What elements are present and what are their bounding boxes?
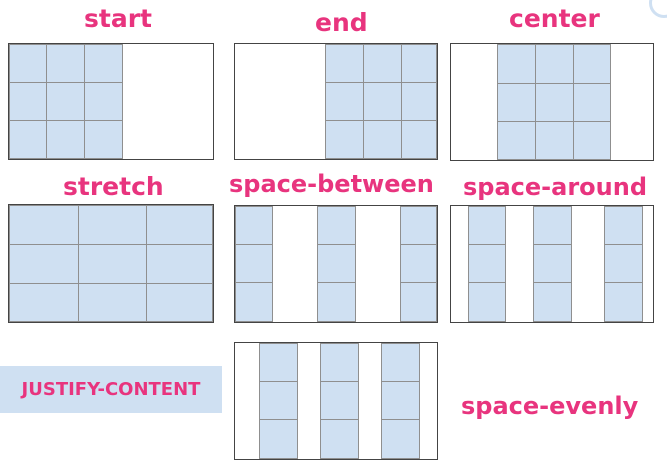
- cell: [573, 121, 611, 160]
- cell: [320, 343, 359, 382]
- cell: [9, 244, 79, 284]
- cell: [84, 44, 123, 83]
- cell: [381, 381, 420, 420]
- cell: [497, 44, 536, 84]
- panel-end: [234, 43, 438, 160]
- cell: [401, 44, 437, 83]
- cell: [9, 82, 47, 121]
- corner-decoration: [649, 0, 667, 18]
- cell: [9, 120, 47, 159]
- cell: [400, 244, 437, 283]
- cell: [363, 82, 402, 121]
- cell: [381, 343, 420, 382]
- cell: [535, 83, 574, 122]
- cell: [259, 343, 298, 382]
- label-end: end: [315, 8, 368, 37]
- cell: [259, 419, 298, 459]
- cell: [84, 120, 123, 159]
- cell: [146, 205, 213, 245]
- label-space-between: space-between: [229, 170, 434, 198]
- cell: [317, 244, 356, 283]
- cell: [325, 44, 364, 83]
- cell: [535, 44, 574, 84]
- cell: [533, 206, 572, 245]
- cell: [235, 282, 273, 322]
- cell: [468, 282, 506, 322]
- cell: [78, 244, 147, 284]
- label-space-around: space-around: [463, 173, 647, 201]
- cell: [604, 206, 643, 245]
- panel-start: [8, 43, 214, 160]
- cell: [573, 44, 611, 84]
- cell: [78, 205, 147, 245]
- cell: [533, 282, 572, 322]
- cell: [604, 244, 643, 283]
- cell: [9, 205, 79, 245]
- cell: [400, 206, 437, 245]
- cell: [468, 244, 506, 283]
- cell: [497, 121, 536, 160]
- cell: [468, 206, 506, 245]
- cell: [46, 82, 85, 121]
- panel-space-between: [234, 205, 438, 323]
- cell: [146, 283, 213, 322]
- cell: [533, 244, 572, 283]
- cell: [78, 283, 147, 322]
- panel-space-around: [450, 205, 654, 323]
- cell: [235, 206, 273, 245]
- cell: [401, 82, 437, 121]
- cell: [381, 419, 420, 459]
- cell: [235, 244, 273, 283]
- panel-center: [450, 43, 654, 161]
- cell: [363, 44, 402, 83]
- cell: [320, 381, 359, 420]
- cell: [9, 283, 79, 322]
- label-stretch: stretch: [63, 172, 164, 201]
- cell: [317, 282, 356, 322]
- cell: [320, 419, 359, 459]
- cell: [325, 82, 364, 121]
- cell: [401, 120, 437, 159]
- cell: [46, 44, 85, 83]
- label-start: start: [84, 4, 152, 33]
- justify-content-badge: JUSTIFY-CONTENT: [0, 366, 222, 413]
- panel-space-evenly: [234, 342, 438, 460]
- cell: [146, 244, 213, 284]
- cell: [573, 83, 611, 122]
- cell: [317, 206, 356, 245]
- cell: [400, 282, 437, 322]
- cell: [604, 282, 643, 322]
- cell: [325, 120, 364, 159]
- label-space-evenly: space-evenly: [461, 392, 639, 420]
- cell: [535, 121, 574, 160]
- cell: [363, 120, 402, 159]
- panel-stretch: [8, 204, 214, 323]
- cell: [84, 82, 123, 121]
- label-center: center: [509, 4, 600, 33]
- cell: [9, 44, 47, 83]
- cell: [259, 381, 298, 420]
- cell: [497, 83, 536, 122]
- cell: [46, 120, 85, 159]
